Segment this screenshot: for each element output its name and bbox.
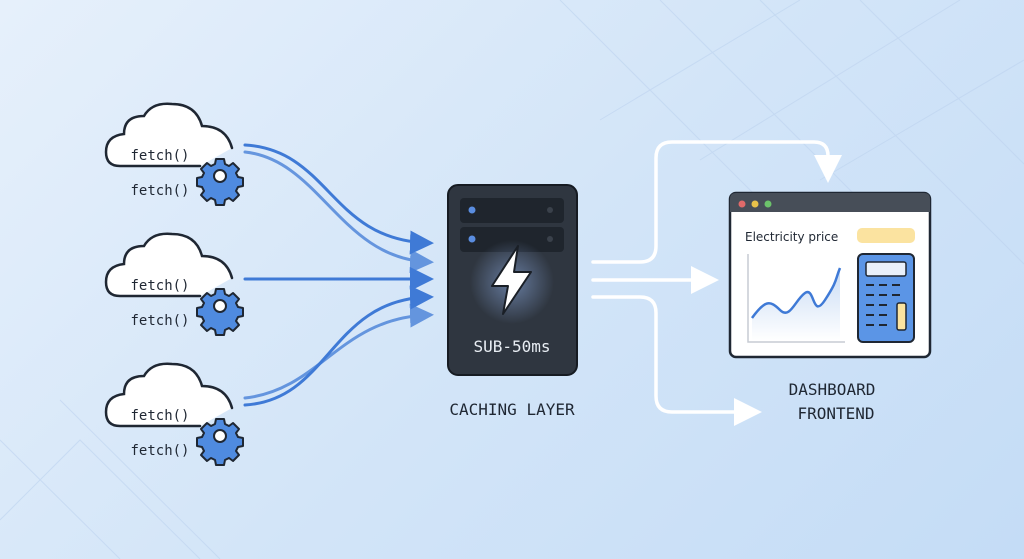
dashboard-label-line2: FRONTEND xyxy=(797,404,874,423)
fetch-arrows xyxy=(243,143,434,407)
cloud-icon xyxy=(104,362,234,428)
cloud-icon xyxy=(104,232,234,298)
window-close-icon xyxy=(738,200,746,208)
gear-icon xyxy=(196,288,244,336)
fetch-label: fetch() xyxy=(130,148,189,164)
price-highlight xyxy=(857,228,915,243)
fetch-label: fetch() xyxy=(130,313,189,329)
api-source-cloud: fetch() fetch() xyxy=(104,232,244,336)
fetch-label: fetch() xyxy=(130,443,189,459)
arrow-source1-a xyxy=(243,143,434,255)
status-led-icon xyxy=(468,206,476,214)
price-line-chart xyxy=(750,267,842,319)
arrow-output-top xyxy=(591,140,842,264)
cloud-icon xyxy=(104,102,234,168)
fetch-label: fetch() xyxy=(130,278,189,294)
api-source-cloud: fetch() fetch() xyxy=(104,102,244,206)
output-arrows xyxy=(591,140,842,426)
gear-icon xyxy=(196,418,244,466)
arrow-source3-a xyxy=(243,285,434,407)
panel-title: Electricity price xyxy=(745,230,838,244)
lightning-bolt-icon xyxy=(491,245,532,315)
arrow-source1-b xyxy=(243,150,434,274)
arrow-source3-b xyxy=(243,303,434,400)
window-maximize-icon xyxy=(764,200,772,208)
caching-layer-label: CACHING LAYER xyxy=(449,400,575,419)
dashboard-label-line1: DASHBOARD xyxy=(789,380,876,399)
status-led-icon xyxy=(468,235,476,243)
dashboard-window: Electricity price xyxy=(728,191,932,359)
api-source-cloud: fetch() fetch() xyxy=(104,362,244,466)
gear-icon xyxy=(196,158,244,206)
caching-server: SUB-50ms xyxy=(447,184,578,376)
arrow-output-bottom xyxy=(591,295,762,426)
latency-badge: SUB-50ms xyxy=(473,337,550,356)
window-minimize-icon xyxy=(751,200,759,208)
calculator-icon xyxy=(857,253,915,343)
fetch-label: fetch() xyxy=(130,408,189,424)
fetch-label: fetch() xyxy=(130,183,189,199)
